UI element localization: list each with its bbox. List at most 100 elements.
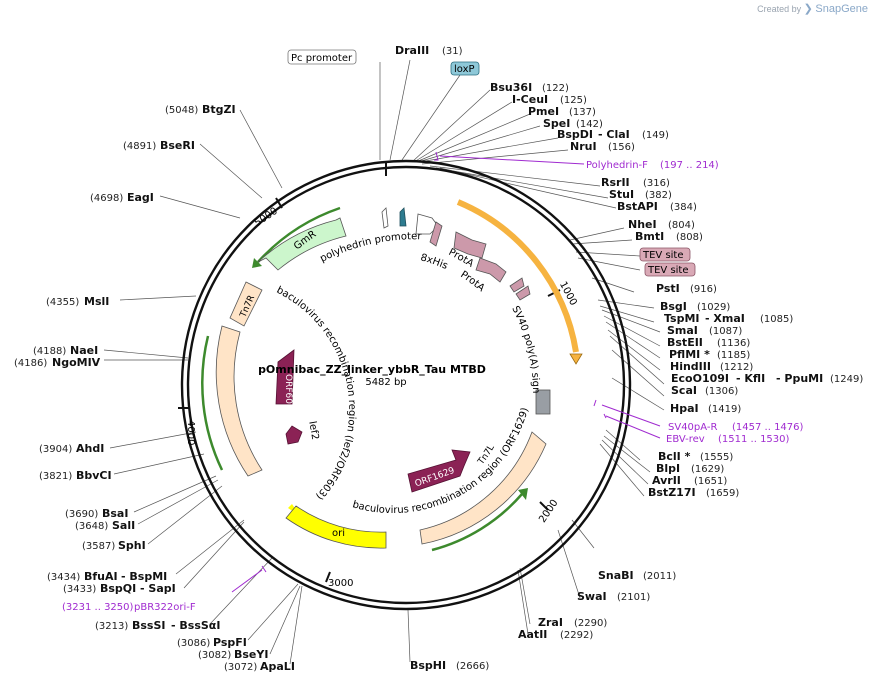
site-bsai[interactable]: BsaI: [102, 507, 128, 520]
gmr-feature[interactable]: [257, 217, 347, 271]
site-sphi[interactable]: SphI: [118, 539, 146, 552]
site-pflmi-pos: (1185): [717, 350, 750, 361]
site-zrai[interactable]: ZraI: [538, 616, 563, 629]
site-bsphi[interactable]: BspHI: [410, 659, 446, 672]
gmr-promoter-arrowhead: [252, 258, 262, 268]
site-bseyi[interactable]: BseYI: [234, 648, 268, 661]
site-tspmi[interactable]: TspMI: [664, 312, 700, 325]
site-stui[interactable]: StuI: [609, 188, 634, 201]
primer-ebv-rev[interactable]: EBV-rev: [666, 434, 705, 445]
site-scai[interactable]: ScaI: [671, 384, 697, 397]
prota-1-feature[interactable]: [453, 231, 487, 259]
site-spei[interactable]: SpeI: [543, 117, 570, 130]
his-label: 8xHis: [419, 252, 449, 272]
bac-region-bottom-feature[interactable]: [419, 431, 547, 545]
site-bspdi-pos: (149): [642, 130, 669, 141]
credit: Created by ❯ SnapGene: [757, 2, 868, 15]
site-bfuai[interactable]: BfuAI: [84, 570, 118, 583]
site-bspmi[interactable]: - BspMI: [121, 570, 167, 583]
site-bbvci-pos: (3821): [39, 471, 72, 482]
primer-polyhedrin-f-range: (197 .. 214): [660, 160, 719, 171]
site-bsssai[interactable]: - BssSαI: [171, 619, 220, 632]
site-naei[interactable]: NaeI: [70, 344, 98, 357]
site-btgzi[interactable]: BtgZI: [202, 103, 236, 116]
site-apali[interactable]: ApaLI: [260, 660, 295, 673]
site-smai[interactable]: SmaI: [667, 324, 698, 337]
site-bstz17i[interactable]: BstZ17I: [648, 486, 696, 499]
site-bseri[interactable]: BseRI: [160, 139, 195, 152]
site-eagi[interactable]: EagI: [127, 191, 154, 204]
site-nrui-pos: (156): [608, 142, 635, 153]
site-bsteii[interactable]: BstEII: [667, 336, 703, 349]
site-kfli[interactable]: - KflI: [736, 372, 765, 385]
site-bstapi[interactable]: BstAPI: [617, 200, 658, 213]
site-pspfi[interactable]: PspFI: [213, 636, 247, 649]
site-draiii[interactable]: DraIII: [395, 44, 429, 57]
site-ppumi[interactable]: - PpuMI: [776, 372, 823, 385]
primer-pbr322ori-f[interactable]: pBR322ori-F: [134, 602, 196, 613]
primer-sv40pa-r[interactable]: SV40pA-R: [668, 422, 717, 433]
site-aatii[interactable]: AatII: [518, 628, 547, 641]
primer-polyhedrin-f[interactable]: Polyhedrin-F: [586, 160, 648, 171]
site-bsai-pos: (3690): [65, 509, 98, 520]
backbone-outer: [180, 159, 632, 611]
site-spei-pos: (142): [576, 119, 603, 130]
site-iceui[interactable]: I-CeuI: [512, 93, 548, 106]
site-bcli[interactable]: BclI *: [658, 450, 691, 463]
site-pflmi[interactable]: PflMI *: [669, 348, 710, 361]
site-snabi[interactable]: SnaBI: [598, 569, 634, 582]
site-xmai[interactable]: - XmaI: [705, 312, 745, 325]
site-ahdi[interactable]: AhdI: [76, 442, 104, 455]
credit-brand: SnapGene: [815, 3, 868, 15]
site-rsrii[interactable]: RsrII: [601, 176, 630, 189]
loxp-box[interactable]: [450, 61, 480, 76]
site-avrii[interactable]: AvrII: [652, 474, 681, 487]
tev-feature-2[interactable]: [515, 285, 531, 301]
site-bstapi-pos: (384): [670, 202, 697, 213]
tn7r-feature[interactable]: [229, 281, 263, 327]
pc-promoter-box[interactable]: [287, 49, 357, 65]
prota-2-feature[interactable]: [475, 257, 507, 283]
orf603-feature[interactable]: [275, 349, 295, 405]
site-ecoo109i[interactable]: EcoO109I: [671, 372, 729, 385]
tev-site-1-label: TEV site: [642, 250, 684, 261]
site-psti[interactable]: PstI: [656, 282, 680, 295]
site-btgzi-pos: (5048): [165, 105, 198, 116]
site-bspqi[interactable]: BspQI: [100, 582, 136, 595]
site-aatii-pos: (2292): [560, 630, 593, 641]
bac-region-left-feature[interactable]: [215, 325, 263, 477]
lef2-feature[interactable]: [285, 425, 303, 445]
site-hpai[interactable]: HpaI: [670, 402, 699, 415]
his-feature[interactable]: [429, 221, 443, 247]
site-swai[interactable]: SwaI: [577, 590, 607, 603]
site-sapi[interactable]: - SapI: [140, 582, 176, 595]
site-bsssi[interactable]: BssSI: [132, 619, 166, 632]
site-bsu36i[interactable]: Bsu36I: [490, 81, 532, 94]
site-bsgi[interactable]: BsgI: [660, 300, 687, 313]
site-bmti[interactable]: BmtI: [635, 230, 664, 243]
lef2-label: lef2: [306, 420, 320, 440]
sv40-terminator-feature[interactable]: [535, 389, 551, 415]
site-pmei[interactable]: PmeI: [528, 105, 559, 118]
orf603-label: ORF603: [283, 374, 293, 410]
sites-right: DraIII (31) Bsu36I (122) I-CeuI (125) Pm…: [395, 44, 863, 672]
site-bseyi-pos: (3082): [198, 650, 231, 661]
site-nrui[interactable]: NruI: [570, 140, 597, 153]
site-ngomiv[interactable]: NgoMIV: [52, 356, 101, 369]
tev-site-1-box[interactable]: [639, 247, 691, 262]
site-blpi[interactable]: BlpI: [656, 462, 680, 475]
tev-feature-1[interactable]: [509, 277, 525, 293]
site-iceui-pos: (125): [560, 95, 587, 106]
site-bsssi-pos: (3213): [95, 621, 128, 632]
ori-feature[interactable]: [285, 505, 387, 549]
site-clai[interactable]: - ClaI: [598, 128, 630, 141]
site-hindiii[interactable]: HindIII: [670, 360, 711, 373]
site-msli[interactable]: MslI: [84, 295, 109, 308]
orf1629-feature[interactable]: [407, 449, 471, 493]
site-nhei[interactable]: NheI: [628, 218, 657, 231]
site-bspdi[interactable]: BspDI: [557, 128, 593, 141]
tev-site-2-box[interactable]: [644, 262, 696, 277]
site-sali[interactable]: SalI: [112, 519, 135, 532]
loxp-feature[interactable]: [399, 207, 407, 227]
site-bbvci[interactable]: BbvCI: [76, 469, 112, 482]
